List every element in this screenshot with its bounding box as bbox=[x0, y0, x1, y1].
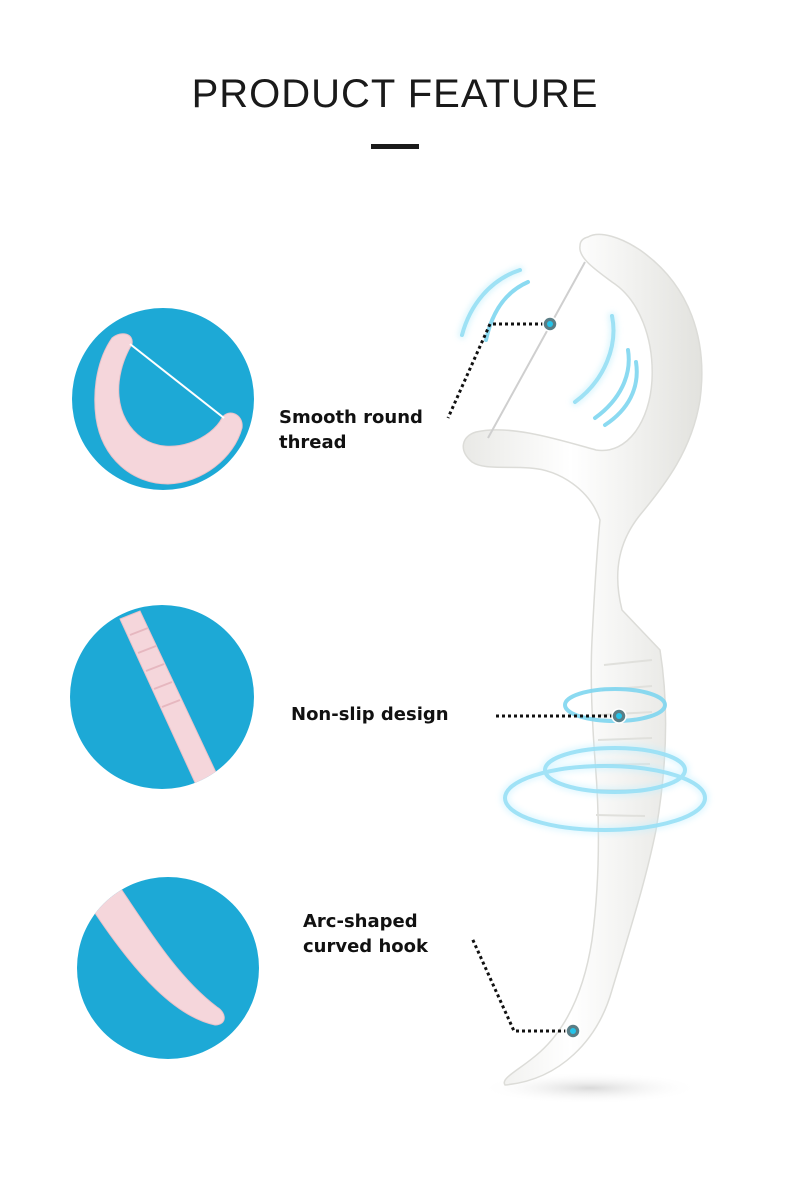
pick-body bbox=[462, 233, 703, 1086]
grip-closeup-icon bbox=[70, 605, 254, 789]
title-underline bbox=[371, 144, 419, 149]
floss-head-closeup-icon bbox=[72, 308, 254, 490]
page-title: PRODUCT FEATURE bbox=[191, 72, 599, 116]
hook-closeup-icon bbox=[77, 877, 259, 1059]
callout-line-hook bbox=[470, 937, 573, 1033]
feature-label-thread: Smooth round thread bbox=[279, 407, 423, 453]
callout-line-thread bbox=[446, 322, 550, 419]
feature-label-grip: Non-slip design bbox=[291, 704, 449, 725]
feature-label-hook: Arc-shaped curved hook bbox=[303, 911, 428, 957]
floss-thread bbox=[487, 261, 586, 439]
